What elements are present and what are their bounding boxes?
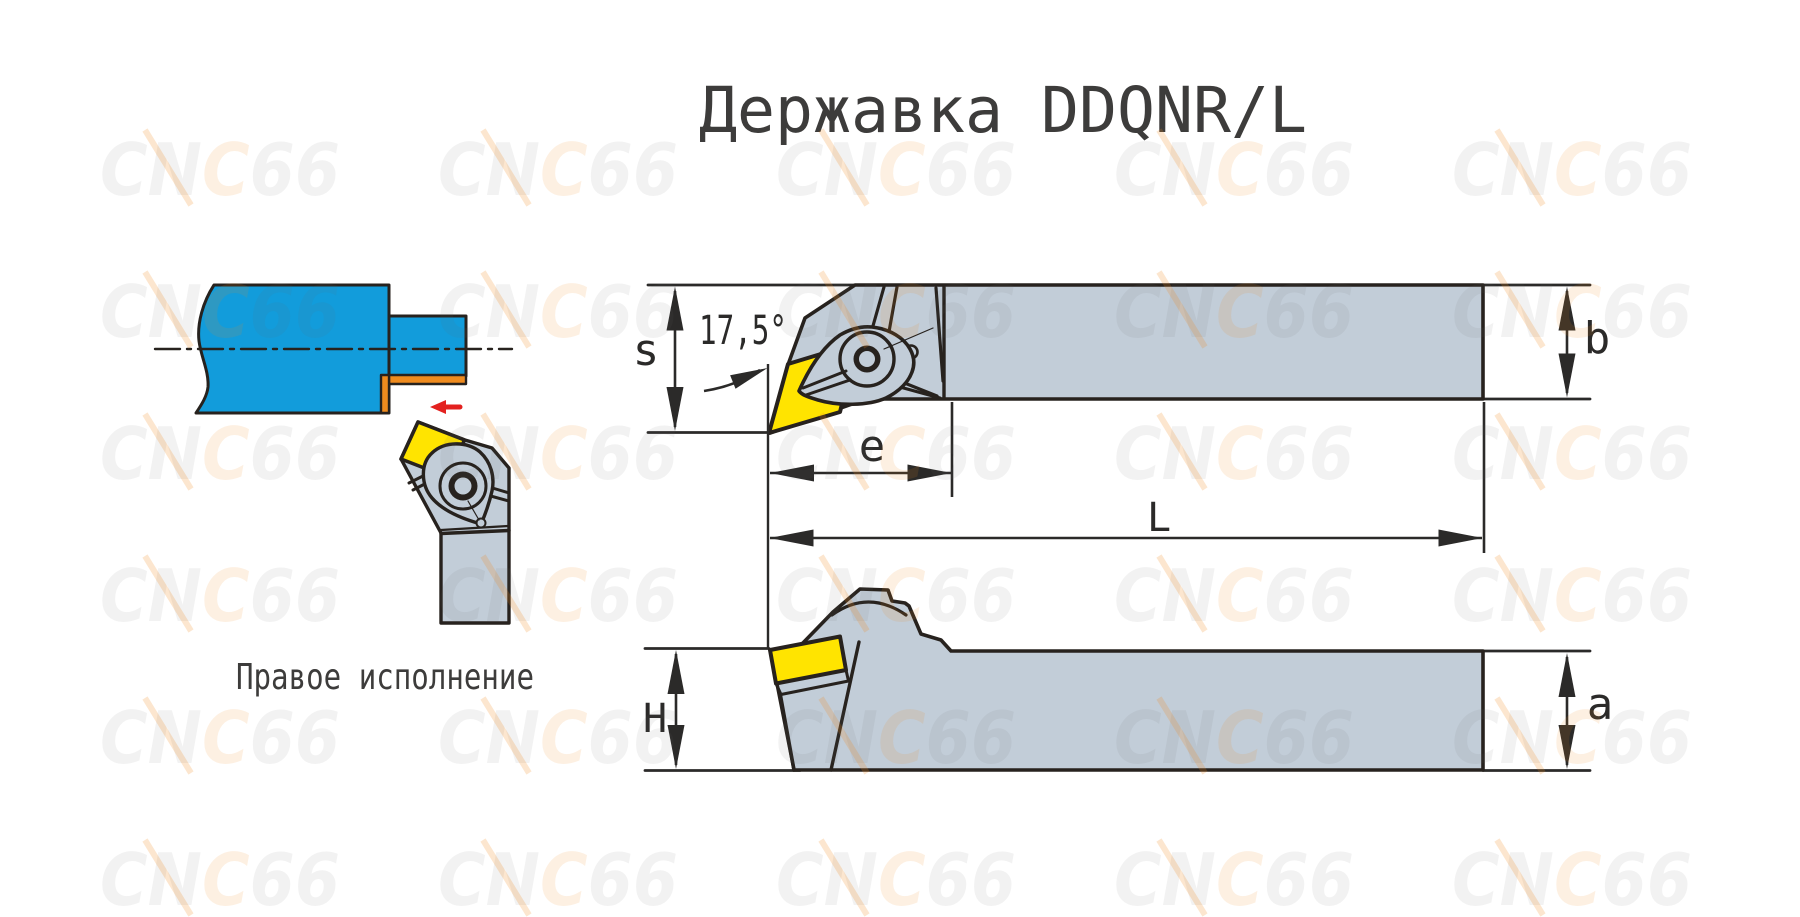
watermark-instance [100,838,340,917]
watermark-instance [438,838,678,917]
watermark-instance [1452,696,1692,780]
watermark-instance [776,128,1016,212]
watermark-instance [1114,128,1354,212]
watermark-instance [100,412,340,496]
insert-side-view [768,634,848,686]
watermark-instance [776,838,1016,917]
watermark-instance [1452,270,1692,354]
watermark-instance [438,412,678,496]
watermark-instance [438,554,678,638]
chip-layer-vertical [379,373,391,415]
watermark-instance [1114,838,1354,917]
watermark-instance [1114,412,1354,496]
watermark-instance [100,554,340,638]
watermark-instance [100,128,340,212]
watermark-instance [1452,128,1692,212]
screw-center-top-view [859,351,875,367]
dim-label-angle: 17,5° [699,308,787,354]
watermark-instance [1114,554,1354,638]
watermark-instance [776,412,1016,496]
dim-label-L: L [1147,495,1171,541]
watermark-instance [776,554,1016,638]
watermark-instance [438,696,678,780]
watermark-instance [1114,696,1354,780]
tool-line [439,524,510,532]
clamp-tail-line [804,378,852,397]
watermark-instance [1452,838,1692,917]
watermark-instance [1114,270,1354,354]
clamp-hairline [467,500,480,521]
watermark-instance [438,128,678,212]
tool-line [439,528,511,536]
watermark-instance [776,696,1016,780]
watermark-layer [100,128,1692,917]
watermark-instance [100,270,340,354]
clamp-tip-bump [475,517,487,529]
clamp-tail-line [801,369,848,390]
watermark-instance [100,696,340,780]
caption-right-hand: Правое исполнение [236,657,534,698]
watermark-instance [438,270,678,354]
chip-layer-horizontal [387,373,468,386]
feed-direction-arrow [430,400,463,414]
watermark-instance [1452,554,1692,638]
watermark-instance [776,270,1016,354]
watermark-instance [1452,412,1692,496]
